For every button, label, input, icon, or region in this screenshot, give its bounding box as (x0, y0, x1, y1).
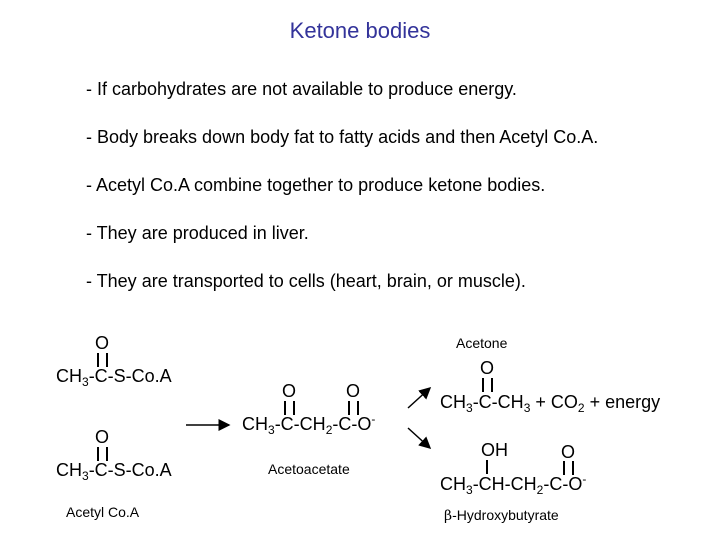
bullet-item: - If carbohydrates are not available to … (86, 79, 517, 99)
acetyl-coa-oxygen-1: O (95, 333, 110, 353)
hydroxybutyrate-oxygen: O (561, 442, 576, 462)
hydroxybutyrate-label: β-Hydroxybutyrate (444, 507, 559, 524)
beta-symbol: β (444, 508, 453, 524)
double-bond (482, 378, 493, 392)
bullet-list: - If carbohydrates are not available to … (86, 78, 598, 318)
hydroxybutyrate-formula: CH3-CH-CH2-C-O- (440, 472, 587, 497)
double-bond (97, 353, 108, 367)
hydroxybutyrate-oh: OH (481, 440, 508, 460)
arrow-to-acetone (407, 386, 432, 409)
acetone-label: Acetone (456, 335, 508, 351)
acetyl-coa-oxygen-2: O (95, 427, 110, 447)
acetone-oxygen: O (480, 358, 495, 378)
acetyl-coa-label: Acetyl Co.A (66, 504, 140, 520)
double-bond (348, 401, 359, 415)
bullet-item: - They are produced in liver. (86, 223, 309, 243)
acetoacetate-oxygen-1: O (282, 381, 297, 401)
acetone-formula: CH3-C-CH3 + CO2 + energy (440, 392, 661, 415)
double-bond (97, 447, 108, 461)
bullet-item: - Acetyl Co.A combine together to produc… (86, 175, 546, 195)
arrow-to-hydroxybutyrate (407, 427, 432, 450)
bullet-item: - Body breaks down body fat to fatty aci… (86, 127, 599, 147)
single-bond (486, 460, 488, 474)
acetoacetate-oxygen-2: O (346, 381, 361, 401)
acetoacetate-label: Acetoacetate (268, 461, 350, 477)
double-bond (284, 401, 295, 415)
acetoacetate-formula: CH3-C-CH2-C-O- (242, 412, 376, 437)
acetyl-coa-formula-2: CH3-C-S-Co.A (56, 460, 172, 483)
double-bond (563, 461, 574, 475)
acetyl-coa-formula-1: CH3-C-S-Co.A (56, 366, 172, 389)
page-title: Ketone bodies (289, 18, 431, 43)
bullet-item: - They are transported to cells (heart, … (86, 271, 526, 291)
